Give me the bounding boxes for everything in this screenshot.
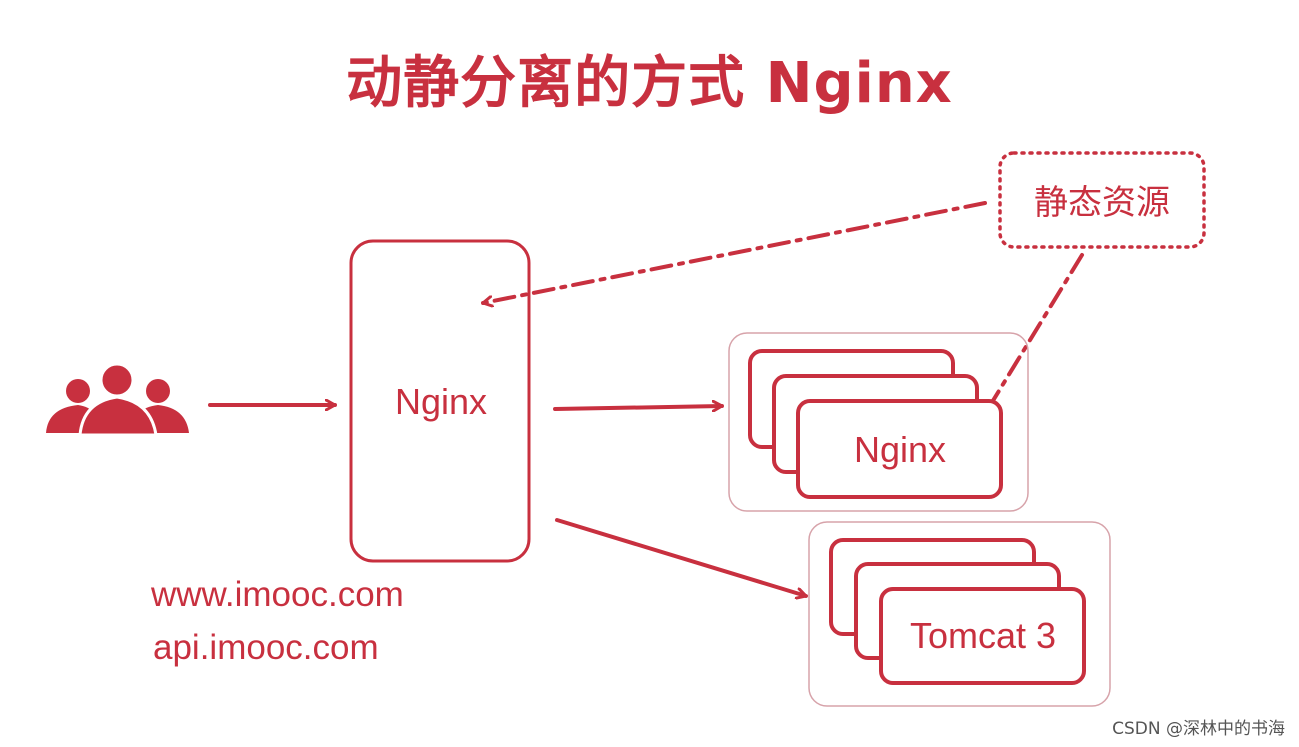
- front-nginx-label: Nginx: [395, 381, 487, 422]
- front-nginx-box: [349, 239, 531, 563]
- tomcat-cluster-container: [808, 521, 1111, 707]
- arrow-static-to-front-nginx: [481, 201, 987, 303]
- static-resource-box: [998, 151, 1206, 249]
- tomcat-cluster-card-front: [879, 587, 1086, 685]
- watermark: CSDN @深林中的书海: [1112, 719, 1285, 739]
- arrow-nginx-to-tomcat-cluster: [555, 518, 808, 596]
- nginx-cluster: Nginx: [728, 332, 1029, 512]
- static-resource-label: 静态资源: [1034, 183, 1170, 223]
- domain-www: www.imooc.com: [150, 575, 404, 614]
- nginx-cluster-label: Nginx: [854, 429, 946, 470]
- users-group-icon: [46, 362, 189, 437]
- tomcat-cluster: Tomcat 3: [808, 521, 1111, 707]
- arrow-nginx-to-nginx-cluster: [553, 406, 724, 409]
- nginx-cluster-card-front: [796, 399, 1003, 499]
- domain-api: api.imooc.com: [153, 628, 379, 667]
- tomcat-cluster-label: Tomcat 3: [910, 615, 1056, 656]
- page-title: 动静分离的方式 Nginx: [346, 51, 953, 116]
- nginx-cluster-container: [728, 332, 1029, 512]
